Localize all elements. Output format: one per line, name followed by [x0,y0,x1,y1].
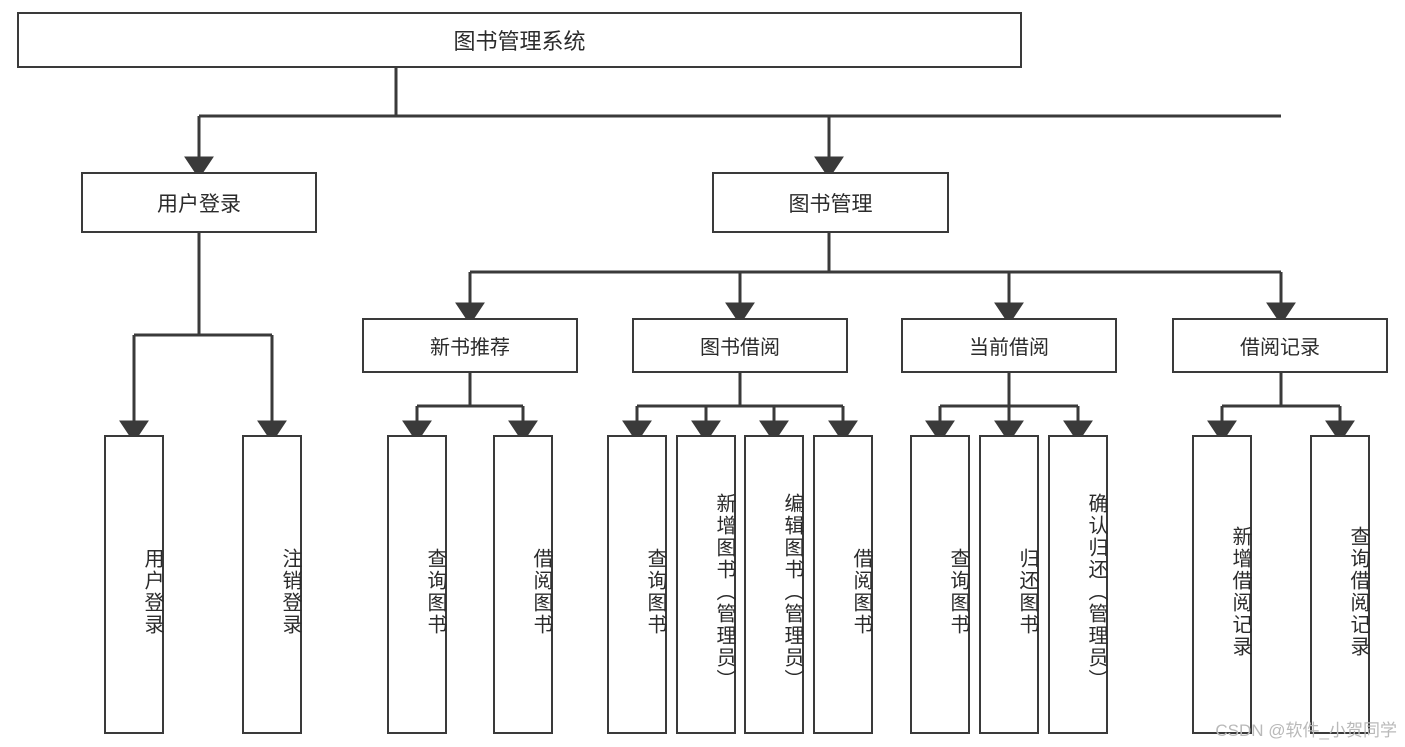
leaf-user-login-label: 用户登录 [141,547,163,636]
leaf-query-book-new[interactable]: 查询图书 [387,435,447,734]
leaf-add-borrow-record-label: 新增借阅记录 [1229,525,1251,658]
leaf-return-book-label: 归还图书 [1016,547,1038,636]
node-book-borrow[interactable]: 图书借阅 [632,318,848,373]
node-book-management-label: 图书管理 [788,192,873,216]
leaf-borrow-book-label: 借阅图书 [850,547,872,636]
leaf-confirm-return-admin-label: 确认归还（管理员） [1085,492,1107,691]
node-new-book-recommend-label: 新书推荐 [430,337,510,359]
node-current-borrow-label: 当前借阅 [969,337,1049,359]
leaf-borrow-book-new-label: 借阅图书 [530,547,552,636]
leaf-query-book-borrow[interactable]: 查询图书 [607,435,667,734]
leaf-add-book-admin[interactable]: 新增图书（管理员） [676,435,736,734]
leaf-logout-label: 注销登录 [279,547,301,636]
leaf-logout[interactable]: 注销登录 [242,435,302,734]
node-user-login-label: 用户登录 [157,192,241,216]
node-current-borrow[interactable]: 当前借阅 [901,318,1117,373]
node-root[interactable]: 图书管理系统 [17,12,1022,68]
leaf-add-borrow-record[interactable]: 新增借阅记录 [1192,435,1252,734]
leaf-query-book-borrow-label: 查询图书 [644,547,666,636]
leaf-add-book-admin-label: 新增图书（管理员） [713,492,735,691]
node-borrow-records-label: 借阅记录 [1240,337,1320,359]
node-new-book-recommend[interactable]: 新书推荐 [362,318,578,373]
leaf-query-borrow-record-label: 查询借阅记录 [1347,525,1369,658]
node-borrow-records[interactable]: 借阅记录 [1172,318,1388,373]
node-user-login[interactable]: 用户登录 [81,172,317,233]
leaf-borrow-book-new[interactable]: 借阅图书 [493,435,553,734]
leaf-user-login[interactable]: 用户登录 [104,435,164,734]
leaf-confirm-return-admin[interactable]: 确认归还（管理员） [1048,435,1108,734]
node-book-management[interactable]: 图书管理 [712,172,949,233]
watermark: CSDN @软件_小贺同学 [1215,721,1397,740]
leaf-edit-book-admin[interactable]: 编辑图书（管理员） [744,435,804,734]
leaf-edit-book-admin-label: 编辑图书（管理员） [781,492,803,691]
leaf-query-borrow-record[interactable]: 查询借阅记录 [1310,435,1370,734]
leaf-query-book-current-label: 查询图书 [947,547,969,636]
leaf-return-book[interactable]: 归还图书 [979,435,1039,734]
node-root-label: 图书管理系统 [453,29,586,54]
leaf-query-book-current[interactable]: 查询图书 [910,435,970,734]
leaf-query-book-new-label: 查询图书 [424,547,446,636]
node-book-borrow-label: 图书借阅 [700,337,780,359]
leaf-borrow-book[interactable]: 借阅图书 [813,435,873,734]
